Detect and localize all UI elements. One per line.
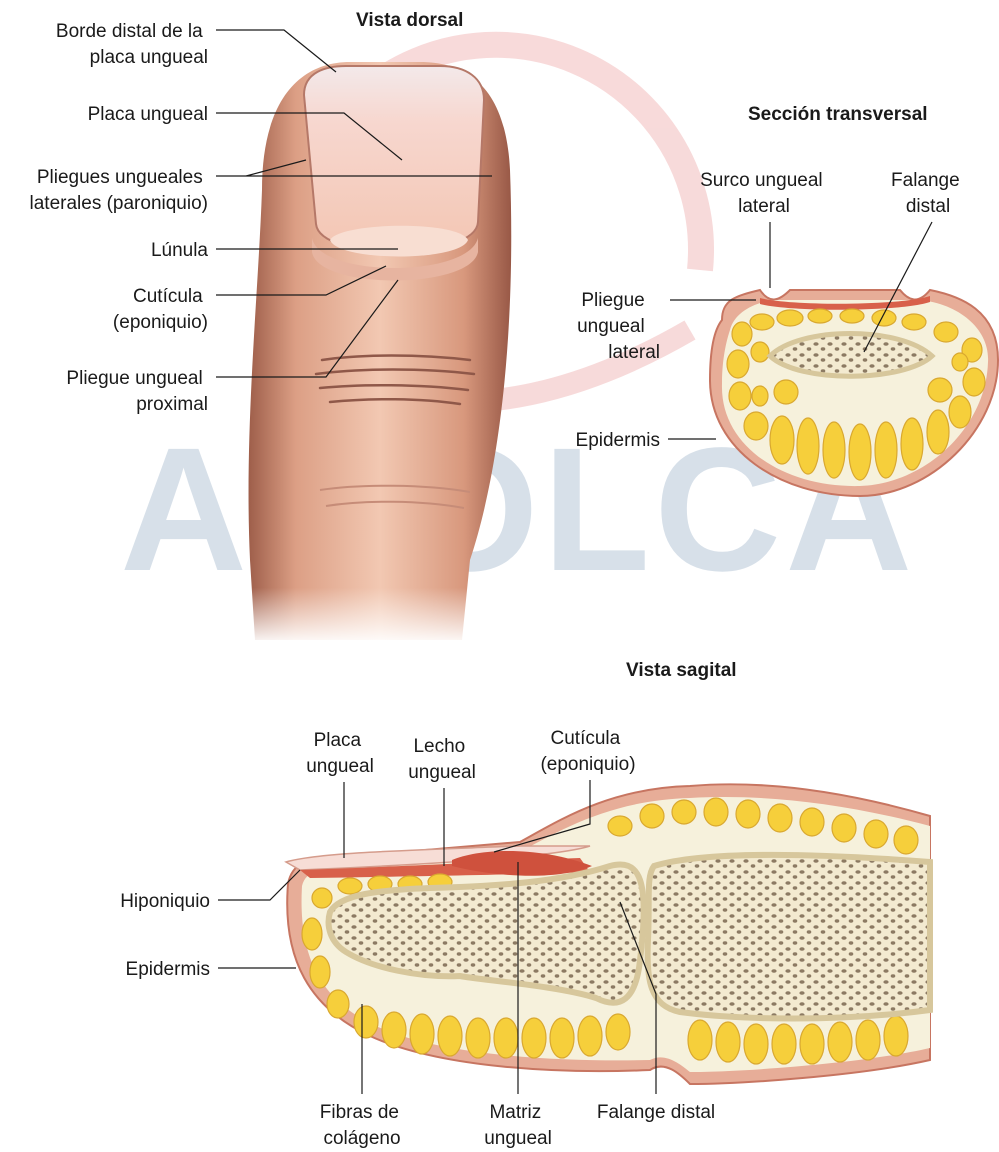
finger-fade bbox=[240, 440, 520, 645]
title-sagital: Vista sagital bbox=[626, 660, 737, 681]
title-dorsal: Vista dorsal bbox=[356, 10, 463, 31]
label-pliegue-proximal: Pliegue ungueal proximal bbox=[66, 368, 208, 415]
sagittal-section bbox=[286, 770, 999, 1100]
sagittal-fade bbox=[760, 770, 999, 1100]
label-fibras-colageno: Fibras de colágeno bbox=[320, 1102, 404, 1149]
label-epidermis-sagital: Epidermis bbox=[126, 959, 210, 980]
dorsal-finger bbox=[240, 62, 520, 645]
label-placa-ungueal: Placa ungueal bbox=[88, 104, 208, 125]
label-surco-lateral: Surco ungueal lateral bbox=[700, 170, 828, 217]
label-epidermis-transversal: Epidermis bbox=[576, 430, 660, 451]
label-matriz-ungueal: Matriz ungueal bbox=[484, 1102, 552, 1149]
label-falange-transversal: Falange distal bbox=[891, 170, 965, 217]
label-pliegue-lateral: Pliegue ungueal lateral bbox=[577, 290, 660, 363]
label-lecho-sagital: Lecho ungueal bbox=[408, 736, 476, 783]
label-cuticula-sagital: Cutícula (eponiquio) bbox=[540, 728, 635, 775]
label-lunula: Lúnula bbox=[151, 240, 208, 261]
transverse-bone bbox=[770, 334, 932, 377]
label-borde-distal: Borde distal de la placa ungueal bbox=[56, 21, 208, 68]
label-placa-sagital: Placa ungueal bbox=[306, 730, 374, 777]
title-transversal: Sección transversal bbox=[748, 104, 928, 125]
leader-borde-distal bbox=[216, 30, 336, 72]
label-pliegues-laterales: Pliegues ungueales laterales (paroniquio… bbox=[30, 167, 209, 214]
label-cuticula-dorsal: Cutícula (eponiquio) bbox=[113, 286, 208, 333]
label-falange-sagital: Falange distal bbox=[597, 1102, 715, 1123]
nail-plate bbox=[304, 66, 484, 252]
label-hiponiquio: Hiponiquio bbox=[120, 891, 210, 912]
